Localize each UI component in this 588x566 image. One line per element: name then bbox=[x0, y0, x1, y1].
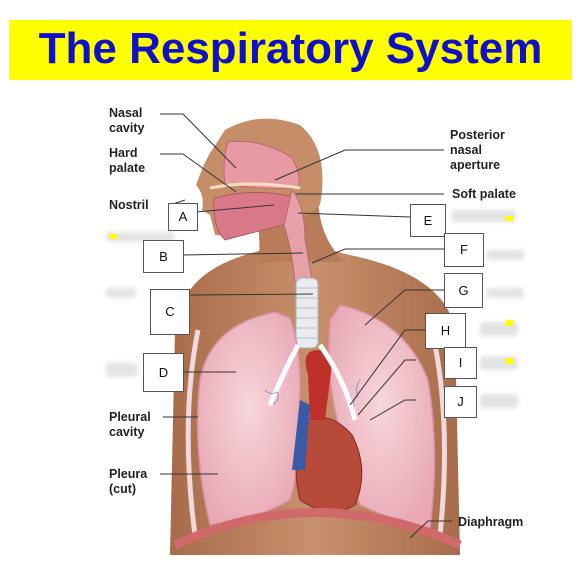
label-hard-palate: Hard palate bbox=[109, 146, 146, 175]
answer-box-g[interactable]: G bbox=[444, 273, 483, 308]
yellow-fragment bbox=[506, 358, 514, 364]
obscured-text bbox=[106, 288, 136, 298]
title-bar: The Respiratory System bbox=[9, 20, 572, 80]
obscured-text bbox=[106, 232, 174, 242]
page-title: The Respiratory System bbox=[38, 24, 543, 73]
trachea bbox=[295, 277, 319, 349]
obscured-text bbox=[486, 250, 524, 260]
yellow-fragment bbox=[506, 216, 514, 221]
diaphragm bbox=[173, 508, 462, 550]
answer-box-d[interactable]: D bbox=[143, 353, 184, 392]
yellow-fragment bbox=[109, 234, 117, 239]
obscured-text bbox=[486, 288, 524, 298]
obscured-text bbox=[480, 394, 518, 408]
answer-box-b[interactable]: B bbox=[143, 240, 184, 273]
answer-box-f[interactable]: F bbox=[444, 233, 484, 267]
answer-box-a[interactable]: A bbox=[168, 203, 198, 231]
label-nasal-cavity: Nasal cavity bbox=[109, 106, 145, 135]
label-soft-palate: Soft palate bbox=[452, 187, 516, 201]
leader-lines bbox=[160, 113, 452, 539]
vessels bbox=[292, 400, 310, 470]
lung-vessels bbox=[264, 379, 361, 407]
label-pleura-cut: Pleura (cut) bbox=[109, 467, 148, 496]
answer-box-e[interactable]: E bbox=[410, 204, 446, 237]
label-posterior-nasal-aperture: Posterior nasal aperture bbox=[450, 128, 505, 172]
obscured-text bbox=[106, 363, 138, 377]
yellow-fragment bbox=[506, 320, 514, 326]
pleural-edge bbox=[185, 329, 201, 536]
label-diaphragm: Diaphragm bbox=[458, 515, 524, 529]
answer-box-c[interactable]: C bbox=[150, 289, 190, 335]
answer-box-h[interactable]: H bbox=[425, 313, 466, 349]
label-nostril: Nostril bbox=[109, 198, 149, 212]
aorta bbox=[305, 350, 332, 420]
obscured-text bbox=[452, 210, 516, 222]
bronchi bbox=[317, 343, 358, 421]
label-pleural-cavity: Pleural cavity bbox=[109, 410, 151, 439]
palate-line bbox=[209, 182, 301, 190]
trachea-rings bbox=[296, 287, 318, 339]
answer-box-i[interactable]: I bbox=[444, 347, 477, 379]
bronchi-2 bbox=[267, 343, 301, 406]
answer-box-j[interactable]: J bbox=[444, 386, 477, 418]
pleural-edge-left bbox=[429, 329, 447, 536]
